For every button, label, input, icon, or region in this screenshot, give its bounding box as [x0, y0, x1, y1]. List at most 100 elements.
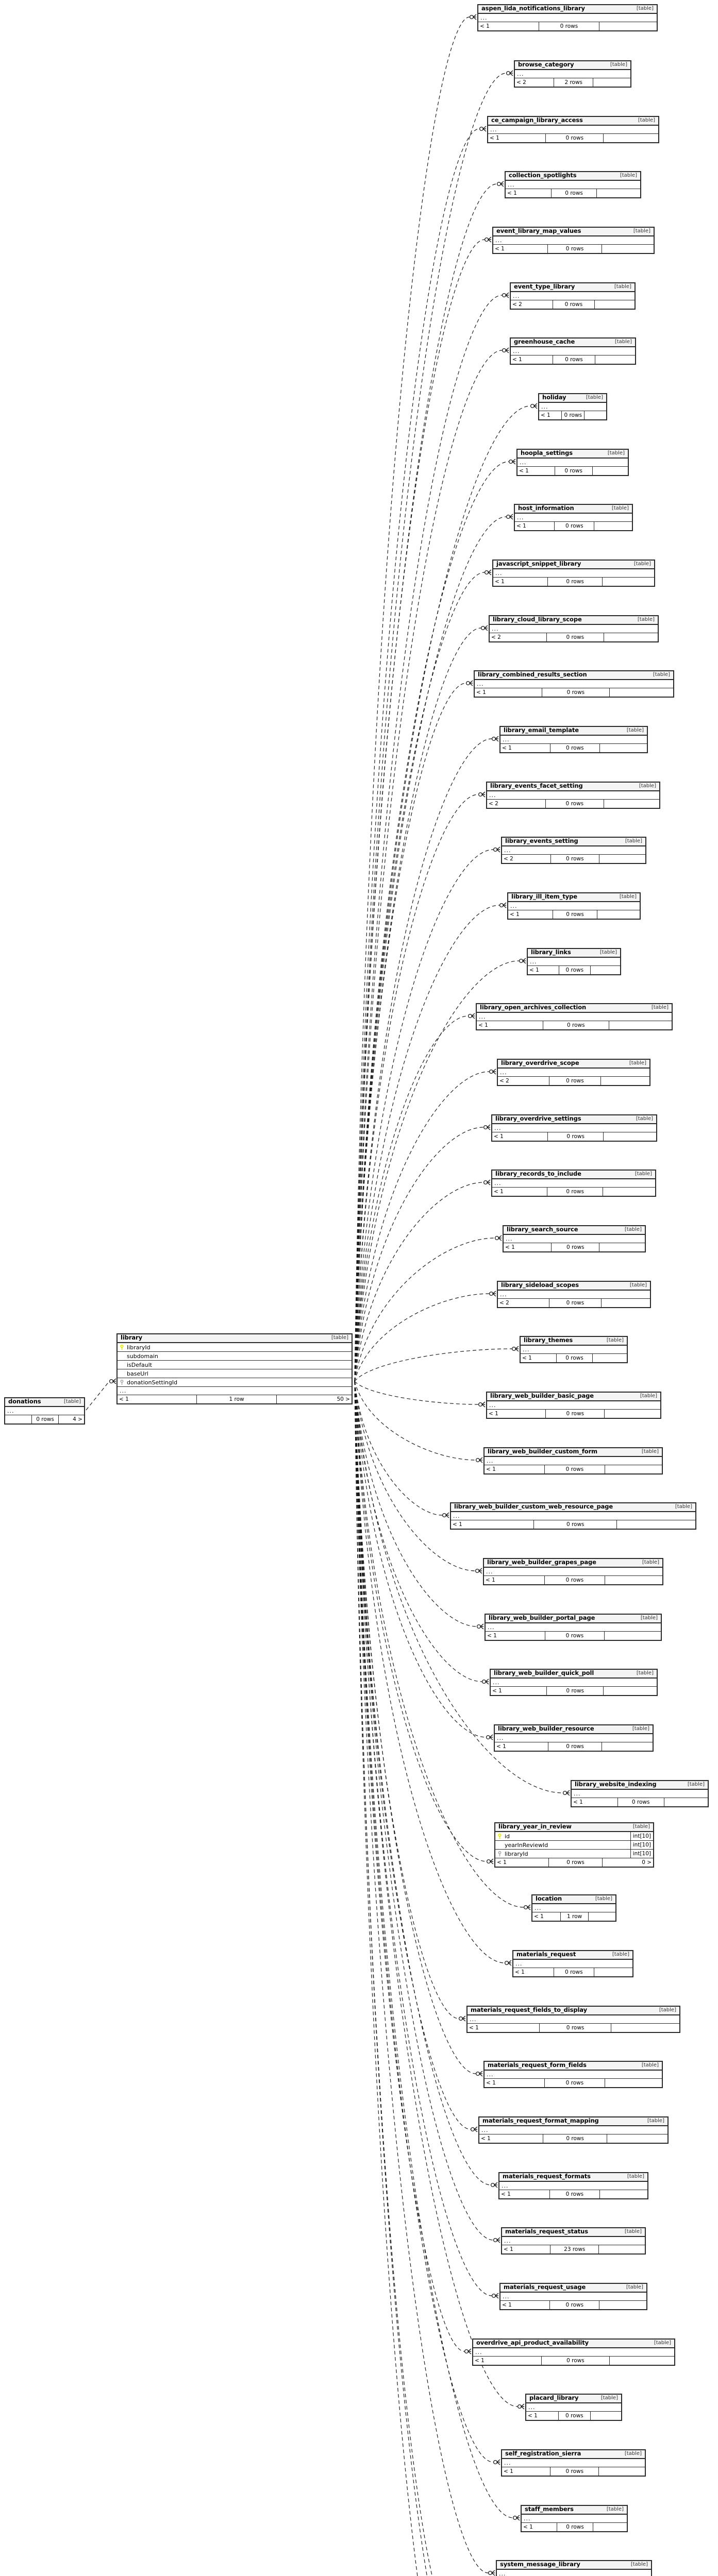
incoming-relations-count[interactable]: < 2: [490, 633, 547, 641]
incoming-relations-count[interactable]: < 1: [504, 1243, 552, 1251]
table-node-library-web-builder-custom-web-resource-page[interactable]: library_web_builder_custom_web_resource_…: [450, 1502, 696, 1530]
outgoing-relations-count[interactable]: [597, 189, 640, 197]
table-node-library-open-archives-collection[interactable]: library_open_archives_collection[table].…: [476, 1003, 673, 1030]
outgoing-relations-count[interactable]: 0 >: [642, 1859, 652, 1866]
table-node-library-web-builder-grapes-page[interactable]: library_web_builder_grapes_page[table]..…: [483, 1558, 663, 1585]
incoming-relations-count[interactable]: < 1: [500, 744, 550, 752]
outgoing-relations-count[interactable]: 50 >: [337, 1396, 350, 1402]
table-node-library-events-facet-setting[interactable]: library_events_facet_setting[table]...< …: [486, 782, 660, 809]
incoming-relations-count[interactable]: < 2: [502, 855, 551, 863]
outgoing-relations-count[interactable]: [599, 2301, 646, 2309]
outgoing-relations-count[interactable]: [595, 355, 635, 364]
table-field-row[interactable]: baseUrl: [118, 1369, 352, 1378]
incoming-relations-count[interactable]: < 2: [515, 78, 555, 87]
incoming-relations-count[interactable]: < 1: [511, 355, 553, 364]
incoming-relations-count[interactable]: < 1: [467, 2024, 540, 2032]
incoming-relations-count[interactable]: < 1: [491, 1687, 547, 1695]
incoming-relations-count[interactable]: < 1: [477, 1021, 543, 1029]
table-node-library-web-builder-resource[interactable]: library_web_builder_resource[table]...< …: [494, 1724, 654, 1752]
outgoing-relations-count[interactable]: [600, 2190, 647, 2198]
table-field-row[interactable]: libraryId: [118, 1343, 352, 1352]
outgoing-relations-count[interactable]: [599, 22, 657, 30]
outgoing-relations-count[interactable]: [610, 688, 673, 697]
outgoing-relations-count[interactable]: [611, 2024, 679, 2032]
outgoing-relations-count[interactable]: [605, 2079, 662, 2087]
incoming-relations-count[interactable]: < 1: [506, 189, 552, 197]
outgoing-relations-count[interactable]: [602, 245, 654, 253]
outgoing-relations-count[interactable]: [585, 411, 606, 419]
incoming-relations-count[interactable]: < 1: [539, 411, 562, 419]
outgoing-relations-count[interactable]: [593, 2523, 627, 2531]
outgoing-relations-count[interactable]: [605, 1465, 662, 1473]
outgoing-relations-count[interactable]: [607, 2134, 667, 2143]
incoming-relations-count[interactable]: < 2: [498, 1077, 549, 1085]
incoming-relations-count[interactable]: < 1: [572, 1798, 618, 1806]
table-field-row[interactable]: isDefault: [118, 1361, 352, 1369]
outgoing-relations-count[interactable]: [593, 1354, 627, 1362]
table-field-row[interactable]: donationSettingId: [118, 1378, 352, 1387]
incoming-relations-count[interactable]: < 1: [493, 245, 548, 253]
outgoing-relations-count[interactable]: [664, 1798, 708, 1806]
incoming-relations-count[interactable]: < 1: [473, 2357, 542, 2365]
outgoing-relations-count[interactable]: [599, 1243, 645, 1251]
incoming-relations-count[interactable]: < 2: [511, 300, 553, 309]
outgoing-relations-count[interactable]: [601, 1077, 649, 1085]
incoming-relations-count[interactable]: < 1: [508, 910, 553, 919]
outgoing-relations-count[interactable]: [610, 2357, 674, 2365]
outgoing-relations-count[interactable]: [605, 1410, 660, 1418]
outgoing-relations-count[interactable]: [609, 1021, 672, 1029]
table-node-library-web-builder-basic-page[interactable]: library_web_builder_basic_page[table]...…: [486, 1392, 661, 1419]
incoming-relations-count[interactable]: < 1: [502, 2467, 551, 2476]
outgoing-relations-count[interactable]: [617, 1520, 695, 1529]
incoming-relations-count[interactable]: < 1: [526, 2412, 559, 2420]
incoming-relations-count[interactable]: < 1: [485, 1465, 545, 1473]
table-node-overdrive-api-product-availability[interactable]: overdrive_api_product_availability[table…: [472, 2338, 675, 2366]
incoming-relations-count[interactable]: < 1: [495, 1858, 549, 1867]
outgoing-relations-count[interactable]: [602, 1742, 653, 1751]
outgoing-relations-count[interactable]: [594, 522, 632, 530]
outgoing-relations-count[interactable]: [600, 744, 647, 752]
outgoing-relations-count[interactable]: [604, 633, 658, 641]
incoming-relations-count[interactable]: < 1: [517, 467, 555, 475]
outgoing-relations-count[interactable]: [604, 800, 659, 808]
table-node-system-message-library[interactable]: system_message_library[table]...< 10 row…: [496, 2560, 652, 2576]
incoming-relations-count[interactable]: < 1: [118, 1395, 197, 1403]
outgoing-relations-count[interactable]: [604, 1132, 656, 1141]
incoming-relations-count[interactable]: < 1: [492, 1188, 548, 1196]
incoming-relations-count[interactable]: < 1: [495, 1742, 549, 1751]
outgoing-relations-count[interactable]: [591, 2412, 621, 2420]
outgoing-relations-count[interactable]: [599, 2245, 645, 2253]
incoming-relations-count[interactable]: < 1: [493, 578, 548, 586]
table-field-row[interactable]: subdomain: [118, 1352, 352, 1361]
table-node-materials-request-format-mapping[interactable]: materials_request_format_mapping[table].…: [478, 2116, 669, 2144]
table-node-library-web-builder-custom-form[interactable]: library_web_builder_custom_form[table]..…: [483, 1447, 663, 1475]
incoming-relations-count[interactable]: < 2: [487, 800, 546, 808]
outgoing-relations-count[interactable]: [603, 1188, 655, 1196]
incoming-relations-count[interactable]: < 1: [478, 22, 539, 30]
outgoing-relations-count[interactable]: [602, 1299, 650, 1307]
outgoing-relations-count[interactable]: 4 >: [73, 1416, 82, 1422]
outgoing-relations-count[interactable]: [605, 1576, 662, 1584]
outgoing-relations-count[interactable]: [604, 134, 658, 142]
